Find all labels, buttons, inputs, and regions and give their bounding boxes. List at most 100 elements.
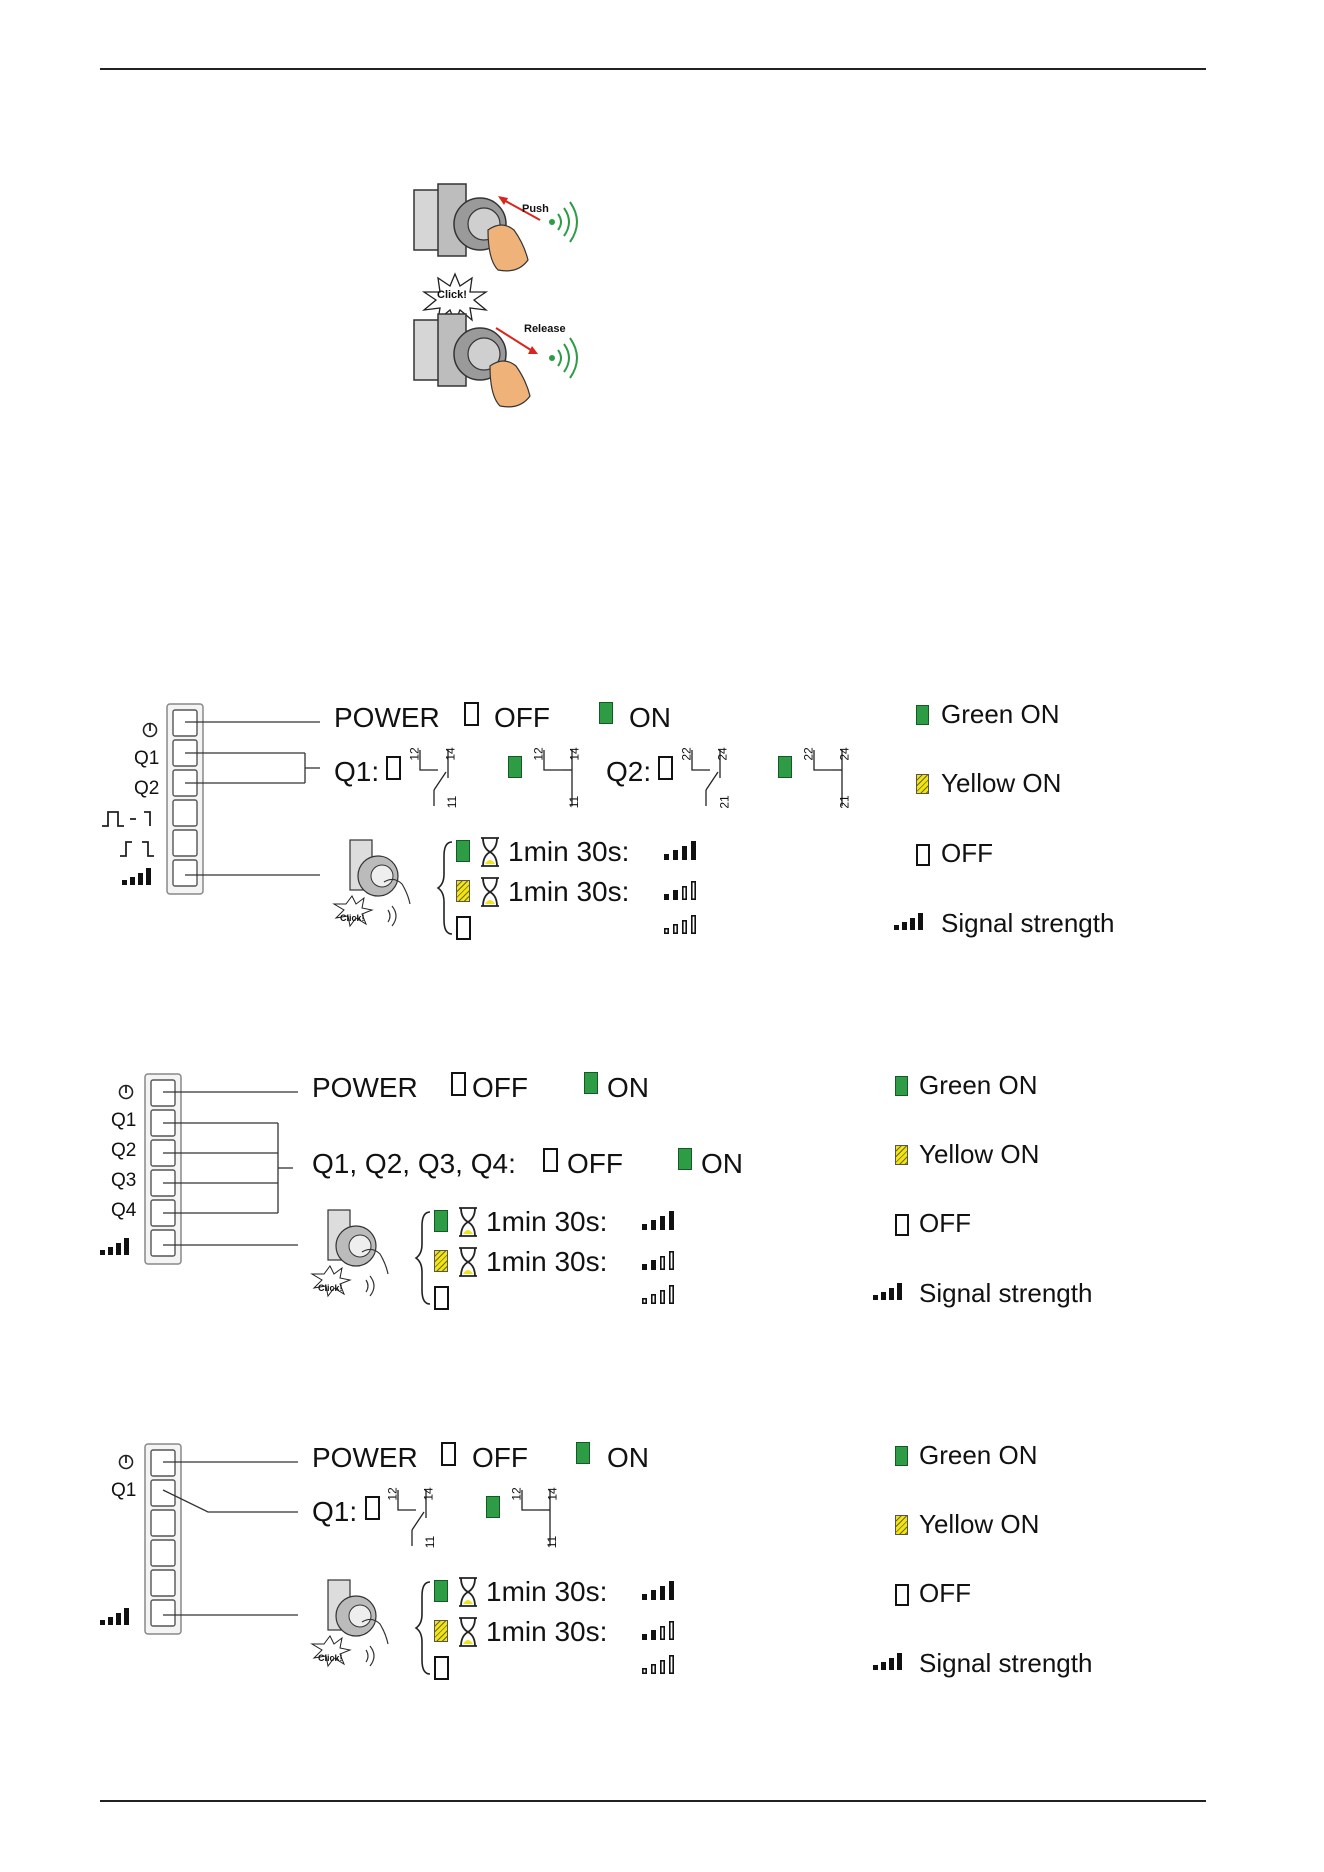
pushbutton-icon xyxy=(332,839,411,928)
contact-11: 11 xyxy=(545,1535,560,1549)
relay-contact-icon xyxy=(543,750,573,806)
legend-signal-label: Signal strength xyxy=(941,908,1115,938)
power-icon xyxy=(118,1084,134,1100)
module-strip xyxy=(144,1443,182,1635)
legend-green-label: Green ON xyxy=(941,699,1060,729)
brace xyxy=(436,841,453,935)
signal-bars-icon xyxy=(642,1581,674,1600)
signal-bars-icon xyxy=(664,880,696,900)
hourglass-icon xyxy=(481,837,499,867)
legend-yellow-label: Yellow ON xyxy=(919,1509,1040,1539)
signal-bars-icon xyxy=(642,1620,674,1640)
contact-14: 14 xyxy=(421,1487,436,1501)
timer-label: 1min 30s: xyxy=(486,1616,608,1647)
module-label-q1: Q1 xyxy=(111,1110,137,1131)
relay-contact-icon xyxy=(419,750,449,806)
led-green xyxy=(434,1210,448,1232)
relay-contact-icon xyxy=(813,750,843,806)
led-off xyxy=(658,756,673,780)
power-label: POWER xyxy=(312,1072,418,1103)
led-off xyxy=(434,1286,449,1310)
legend-green-label: Green ON xyxy=(919,1070,1038,1100)
legend-led-green xyxy=(895,1446,908,1466)
on-label: ON xyxy=(607,1072,649,1103)
module-label-q2: Q2 xyxy=(111,1140,137,1161)
led-off xyxy=(386,756,401,780)
legend-off-label: OFF xyxy=(941,838,993,868)
brace xyxy=(414,1581,431,1675)
legend-led-green xyxy=(916,705,929,725)
led-green xyxy=(584,1072,598,1094)
signal-bars-icon xyxy=(100,1238,129,1255)
module-label-q4: Q4 xyxy=(111,1200,137,1221)
power-icon xyxy=(118,1454,134,1470)
contact-11: 11 xyxy=(445,795,460,809)
led-off xyxy=(434,1656,449,1680)
contact-14: 14 xyxy=(443,747,458,761)
pushbutton-icon xyxy=(310,1579,389,1668)
timer-label: 1min 30s: xyxy=(508,876,630,907)
on-label: ON xyxy=(607,1442,649,1473)
legend-led-off xyxy=(895,1584,909,1606)
contact-14: 14 xyxy=(567,747,582,761)
contact-12: 12 xyxy=(407,747,422,761)
contact-22: 22 xyxy=(679,747,694,761)
led-green xyxy=(599,702,613,724)
step-icon xyxy=(120,841,154,857)
legend-signal-label: Signal strength xyxy=(919,1648,1093,1678)
signal-bars-icon xyxy=(100,1608,129,1625)
signal-bars-icon xyxy=(642,1654,674,1675)
outputs-label: Q1, Q2, Q3, Q4: xyxy=(312,1148,516,1179)
signal-bars-icon xyxy=(642,1250,674,1270)
module-label-q3: Q3 xyxy=(111,1170,137,1191)
module-label-q1: Q1 xyxy=(134,748,160,769)
diagram-2: Q1 Q2 Q3 Q4 POWER OFF ON Q1, Q2, Q3, Q4:… xyxy=(0,1060,1324,1320)
signal-bars-icon xyxy=(664,914,696,935)
hourglass-icon xyxy=(459,1207,477,1237)
timer-label: 1min 30s: xyxy=(486,1206,608,1237)
power-icon xyxy=(142,722,158,738)
click-label: Click! xyxy=(318,1653,343,1663)
off-label: OFF xyxy=(472,1442,528,1473)
led-off xyxy=(456,916,471,940)
legend-led-yellow xyxy=(895,1145,908,1165)
led-off xyxy=(464,702,479,726)
legend-led-yellow xyxy=(895,1515,908,1535)
legend-led-yellow xyxy=(916,774,929,794)
signal-bars-icon xyxy=(122,868,151,885)
hourglass-icon xyxy=(459,1247,477,1277)
on-label: ON xyxy=(701,1148,743,1179)
connector-lines xyxy=(162,1461,298,1616)
pushbutton-icon xyxy=(413,313,578,408)
signal-bars-icon xyxy=(894,913,923,930)
contact-12: 12 xyxy=(531,747,546,761)
led-green xyxy=(778,756,792,778)
click-label: Click! xyxy=(318,1283,343,1293)
led-green xyxy=(456,840,470,862)
power-label: POWER xyxy=(334,702,440,733)
q1-label: Q1: xyxy=(312,1496,358,1527)
off-label: OFF xyxy=(494,702,550,733)
pushbutton-icon xyxy=(413,183,578,272)
legend-yellow-label: Yellow ON xyxy=(941,768,1062,798)
click-label: Click! xyxy=(437,289,467,301)
signal-bars-icon xyxy=(642,1211,674,1230)
led-yellow xyxy=(434,1620,448,1642)
contact-24: 24 xyxy=(715,747,730,761)
contact-21: 21 xyxy=(717,795,732,809)
legend-green-label: Green ON xyxy=(919,1440,1038,1470)
module-label-q2: Q2 xyxy=(134,778,160,799)
contact-24: 24 xyxy=(837,747,852,761)
off-label: OFF xyxy=(567,1148,623,1179)
led-yellow xyxy=(456,880,470,902)
led-off xyxy=(365,1496,380,1520)
q2-label: Q2: xyxy=(606,756,652,787)
diagram-1: Q1 Q2 POWER OFF ON Q1: 12 14 11 12 14 xyxy=(0,690,1324,950)
relay-contact-icon xyxy=(691,750,721,806)
pulse-icon xyxy=(102,811,151,827)
legend-led-off xyxy=(916,844,930,866)
push-label: Push xyxy=(522,203,549,215)
signal-bars-icon xyxy=(873,1653,902,1670)
led-off xyxy=(543,1148,558,1172)
legend-led-green xyxy=(895,1076,908,1096)
